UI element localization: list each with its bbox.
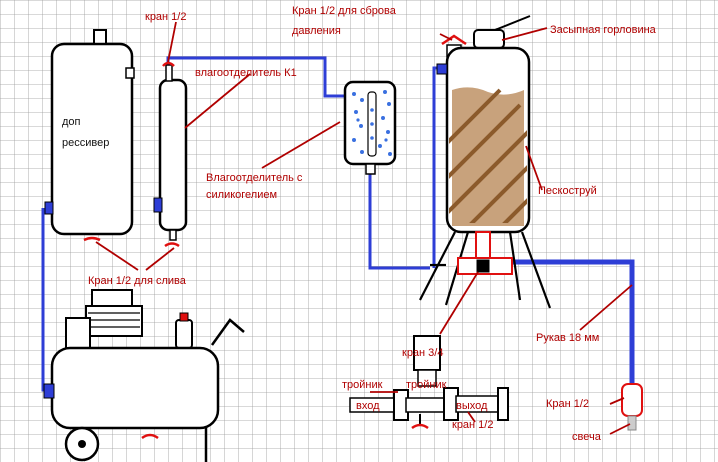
compressor: Компрессор xyxy=(43,289,245,462)
compressor-head xyxy=(85,305,143,337)
manifold xyxy=(349,335,509,430)
label-kran-nozzle: Кран 1/2 xyxy=(546,398,589,410)
label-pressure-valve-line1: Кран 1/2 для сброва xyxy=(292,5,397,17)
label-kran-bottom: кран 1/2 xyxy=(452,419,493,431)
label-pressure-valve-line2: давления xyxy=(292,25,341,37)
label-silica-line1: Влагоотделитель с xyxy=(206,172,303,184)
additional-receiver: доп рессивер xyxy=(44,29,135,242)
receiver-label-line1: доп xyxy=(62,116,81,128)
valve-34-body xyxy=(413,335,441,371)
compressor-handle xyxy=(210,318,245,346)
sand-hatch xyxy=(449,88,527,223)
label-nozzle: свеча xyxy=(572,431,602,443)
k1-drain-valve xyxy=(164,242,180,248)
receiver-drain-valve xyxy=(83,236,101,242)
label-kran-top: кран 1/2 xyxy=(145,11,186,23)
label-moisture-k1: влагоотделитель К1 xyxy=(195,67,297,79)
silica-gel-separator xyxy=(343,80,397,175)
label-sandblaster: Пескоструй xyxy=(538,185,597,197)
annotation-labels: кран 1/2 Кран 1/2 для сброва давления За… xyxy=(88,5,657,443)
pipe-silica-to-sandblaster xyxy=(368,165,430,270)
label-inlet: вход xyxy=(356,400,380,412)
label-kran-34: кран 3/4 xyxy=(402,347,443,359)
moisture-separator-k1 xyxy=(153,61,188,248)
label-tee-left: тройник xyxy=(342,379,383,391)
nozzle-tip xyxy=(627,415,637,431)
pressure-switch xyxy=(175,319,193,349)
leader-lines xyxy=(95,21,633,435)
nozzle-valve xyxy=(621,383,643,417)
sandblaster-tank xyxy=(419,15,552,309)
pressure-release-valve xyxy=(441,34,467,46)
fill-neck xyxy=(473,29,505,49)
label-hose: Рукав 18 мм xyxy=(536,332,599,344)
label-silica-line2: силикогелием xyxy=(206,189,277,201)
compressor-drain-valve xyxy=(141,433,159,440)
nozzle-assembly xyxy=(621,383,643,431)
compressor-label: Компрессор xyxy=(88,385,155,397)
label-outlet: выход xyxy=(456,400,488,412)
label-fill-neck: Засыпная горловина xyxy=(550,24,657,36)
label-tee-right: тройник xyxy=(406,379,447,391)
k1-top-valve xyxy=(162,61,175,67)
silica-gel-dots xyxy=(352,90,392,156)
receiver-body xyxy=(50,42,134,236)
receiver-label-line2: рессивер xyxy=(62,137,109,149)
k1-body xyxy=(158,78,188,232)
bottom-valve xyxy=(411,423,429,430)
label-drain-valve: Кран 1/2 для слива xyxy=(88,275,187,287)
mixing-valve-core xyxy=(476,259,490,273)
